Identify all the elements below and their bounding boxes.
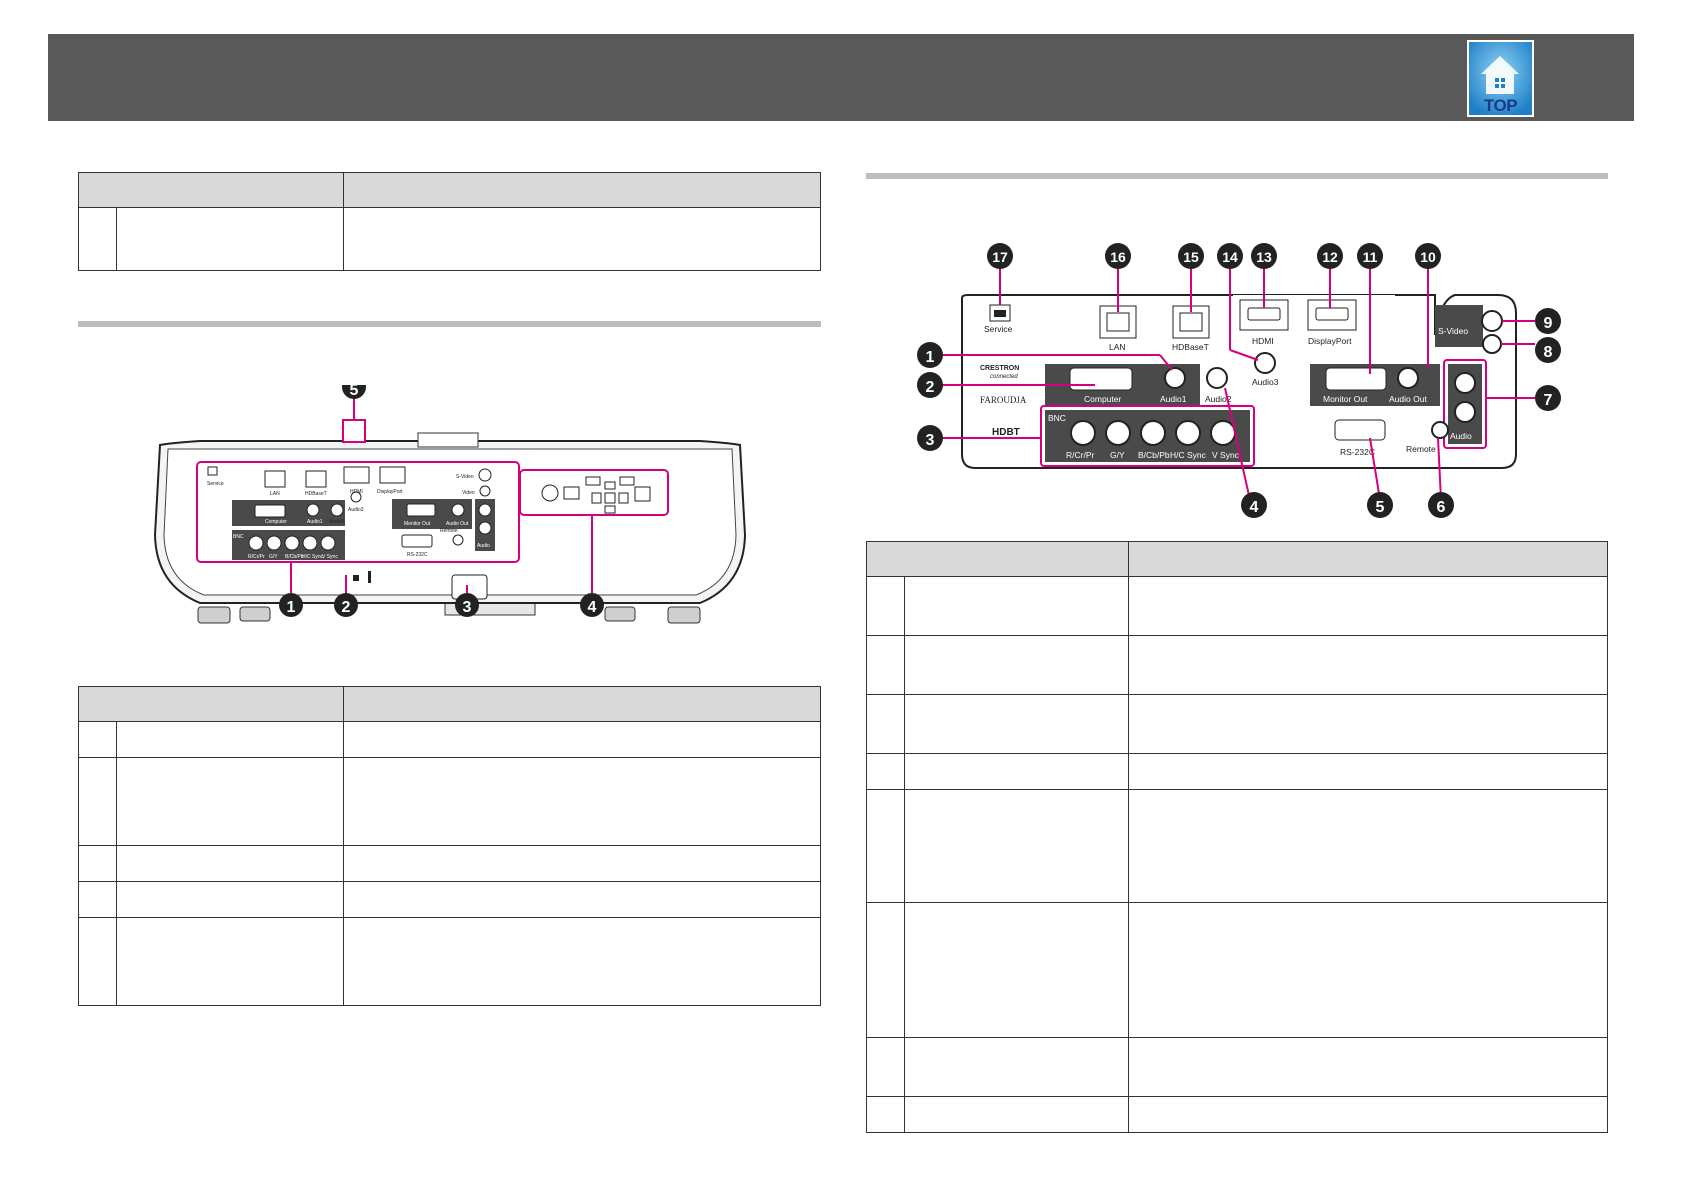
callout-1: 1 <box>926 349 935 366</box>
table-header-row <box>866 541 1608 577</box>
callout-3: 3 <box>926 432 935 449</box>
callout-9: 9 <box>1544 315 1553 332</box>
label-displayport: DisplayPort <box>1308 336 1352 346</box>
house-icon <box>1469 42 1532 115</box>
hdbt-logo: HDBT <box>992 427 1020 438</box>
crestron-logo: CRESTRON <box>980 365 1019 372</box>
table-row <box>866 576 1608 636</box>
callout-12: 12 <box>1322 249 1338 265</box>
label-bnc: BNC <box>1048 413 1066 423</box>
table-row <box>866 902 1608 1038</box>
port-label: Audio3 <box>348 507 364 513</box>
callout-2: 2 <box>926 379 935 396</box>
projector-rear-figure: Service LAN HDBaseT HDMI DisplayPort Aud… <box>153 385 747 624</box>
table-row <box>866 635 1608 695</box>
callout-6: 6 <box>1437 499 1446 516</box>
callout-4: 4 <box>588 599 597 616</box>
faroudja-logo: FAROUDJA <box>980 395 1027 405</box>
port-label: BNC <box>233 534 244 540</box>
callout-17: 17 <box>992 249 1008 265</box>
callout-15: 15 <box>1183 249 1199 265</box>
callout-7: 7 <box>1544 392 1553 409</box>
label-rs232c: RS-232C <box>1340 447 1375 457</box>
label-audio: Audio <box>1450 431 1472 441</box>
label-hdmi: HDMI <box>1252 336 1274 346</box>
label-lan: LAN <box>1109 342 1126 352</box>
port-label: Audio <box>477 543 490 549</box>
top-button[interactable]: TOP <box>1467 40 1534 117</box>
table-row <box>866 1037 1608 1097</box>
header-bar <box>48 34 1634 121</box>
label-audio-out: Audio Out <box>1389 394 1427 404</box>
callout-10: 10 <box>1420 249 1436 265</box>
port-label: RS-232C <box>407 552 428 558</box>
table-row <box>866 694 1608 754</box>
port-label: S-Video <box>456 474 474 480</box>
port-label: DisplayPort <box>377 489 403 495</box>
label-svideo: S-Video <box>1438 326 1468 336</box>
port-label: R/Cr/Pr <box>248 554 265 560</box>
table-row <box>78 721 821 758</box>
table-row <box>78 845 821 882</box>
label-vsync: V Sync <box>1212 450 1240 460</box>
table-row <box>866 789 1608 903</box>
port-label: Monitor Out <box>404 521 431 527</box>
callout-3: 3 <box>463 599 472 616</box>
table-row <box>78 207 821 271</box>
section-rule-left <box>78 321 821 327</box>
callout-5: 5 <box>1376 499 1385 516</box>
label-audio3: Audio3 <box>1252 377 1279 387</box>
label-hdbaset: HDBaseT <box>1172 342 1209 352</box>
port-label: Computer <box>265 519 287 525</box>
table-top-left <box>78 172 821 271</box>
port-label: B/Cb/Pb <box>285 554 304 560</box>
section-rule-right <box>866 173 1608 179</box>
port-label: Video <box>462 490 475 496</box>
callout-2: 2 <box>342 599 351 616</box>
table-row <box>78 917 821 1006</box>
label-monitor-out: Monitor Out <box>1323 394 1368 404</box>
label-computer: Computer <box>1084 394 1121 404</box>
port-label: Audio2 <box>329 519 345 525</box>
label-audio1: Audio1 <box>1160 394 1187 404</box>
table-header-row <box>78 172 821 208</box>
callout-16: 16 <box>1110 249 1126 265</box>
port-label: Remote <box>440 528 458 534</box>
table-row <box>866 1096 1608 1133</box>
table-row <box>78 757 821 846</box>
port-label: G/Y <box>269 554 278 560</box>
interface-panel-figure: Service LAN HDBaseT HDMI DisplayPort Aud… <box>917 243 1561 518</box>
table-header-row <box>78 686 821 722</box>
table-right <box>866 541 1608 1133</box>
label-audio2: Audio2 <box>1205 394 1232 404</box>
port-label: LAN <box>270 491 280 497</box>
label-service: Service <box>984 324 1013 334</box>
label-hcsync: H/C Sync <box>1170 450 1207 460</box>
port-label: Audio Out <box>446 521 469 527</box>
label-gy: G/Y <box>1110 450 1125 460</box>
port-label: H/C Sync <box>302 554 324 560</box>
table-left-bottom <box>78 686 821 1006</box>
callout-11: 11 <box>1363 249 1378 265</box>
callout-1: 1 <box>287 599 296 616</box>
callout-4: 4 <box>1250 499 1259 516</box>
label-video: Video <box>1446 348 1468 358</box>
table-row <box>78 881 821 918</box>
port-label: V Sync <box>322 554 338 560</box>
port-label: Audio1 <box>307 519 323 525</box>
label-rcrpr: R/Cr/Pr <box>1066 450 1095 460</box>
callout-13: 13 <box>1256 249 1272 265</box>
label-remote: Remote <box>1406 444 1436 454</box>
label-bcbpb: B/Cb/Pb <box>1138 450 1170 460</box>
port-label: HDBaseT <box>305 491 327 497</box>
table-row <box>866 753 1608 790</box>
callout-5: 5 <box>350 385 359 399</box>
callout-14: 14 <box>1222 249 1238 265</box>
port-label: Service <box>207 481 224 487</box>
crestron-connected-text: connected <box>990 374 1018 380</box>
top-button-label: TOP <box>1483 96 1518 115</box>
callout-8: 8 <box>1544 344 1553 361</box>
